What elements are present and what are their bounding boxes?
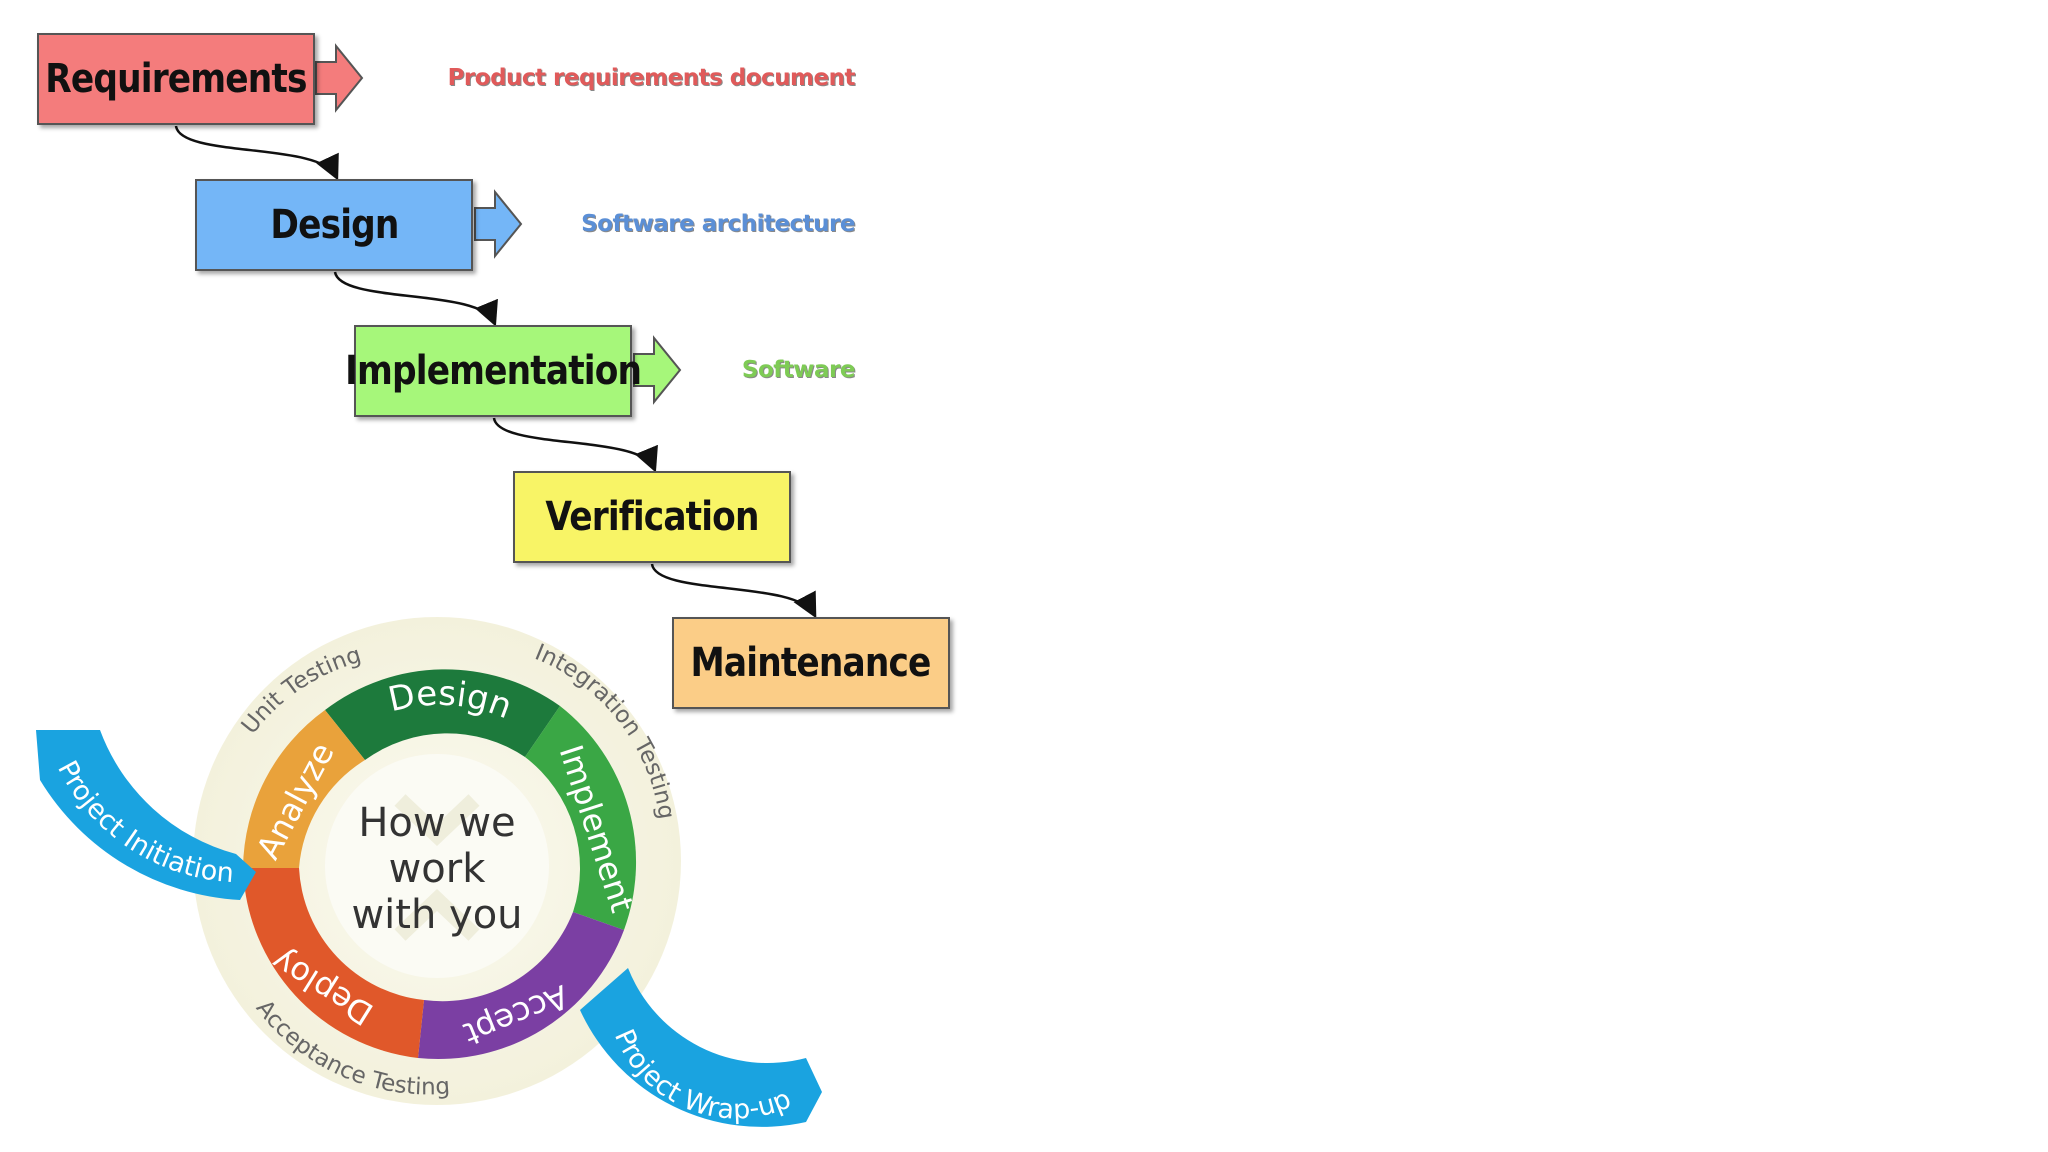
stage-maintenance: Maintenance — [672, 617, 950, 709]
phase-segment-deploy — [243, 868, 424, 1058]
band-project-initiation — [36, 730, 256, 900]
connector-arrow — [650, 563, 817, 619]
stage-verification: Verification — [513, 471, 791, 563]
output-arrow-icon — [315, 43, 364, 113]
output-label-design: Software architecture — [581, 211, 855, 237]
connector-arrow — [174, 125, 339, 181]
output-label-requirements: Product requirements document — [447, 65, 856, 91]
phase-segment-accept — [418, 912, 624, 1060]
stage-requirements: Requirements — [37, 33, 315, 125]
connector-arrow — [333, 271, 498, 327]
output-arrow-icon — [474, 189, 523, 259]
stage-implementation: Implementation — [345, 325, 642, 417]
center-text-line1: How we — [358, 800, 515, 846]
center-watermark — [394, 794, 480, 941]
stage-design: Design — [195, 179, 473, 271]
phase-segment-analyze — [243, 710, 365, 868]
cycle-center — [325, 754, 549, 978]
connector-arrow — [492, 417, 658, 473]
center-text-line3: with you — [351, 892, 522, 938]
center-text-line2: work — [389, 846, 487, 892]
phase-segment-implement — [525, 706, 637, 930]
output-label-implementation: Software — [741, 357, 856, 383]
phase-segment-design — [325, 669, 560, 760]
output-arrow-icon — [633, 335, 682, 405]
band-project-wrap-up — [580, 968, 822, 1127]
